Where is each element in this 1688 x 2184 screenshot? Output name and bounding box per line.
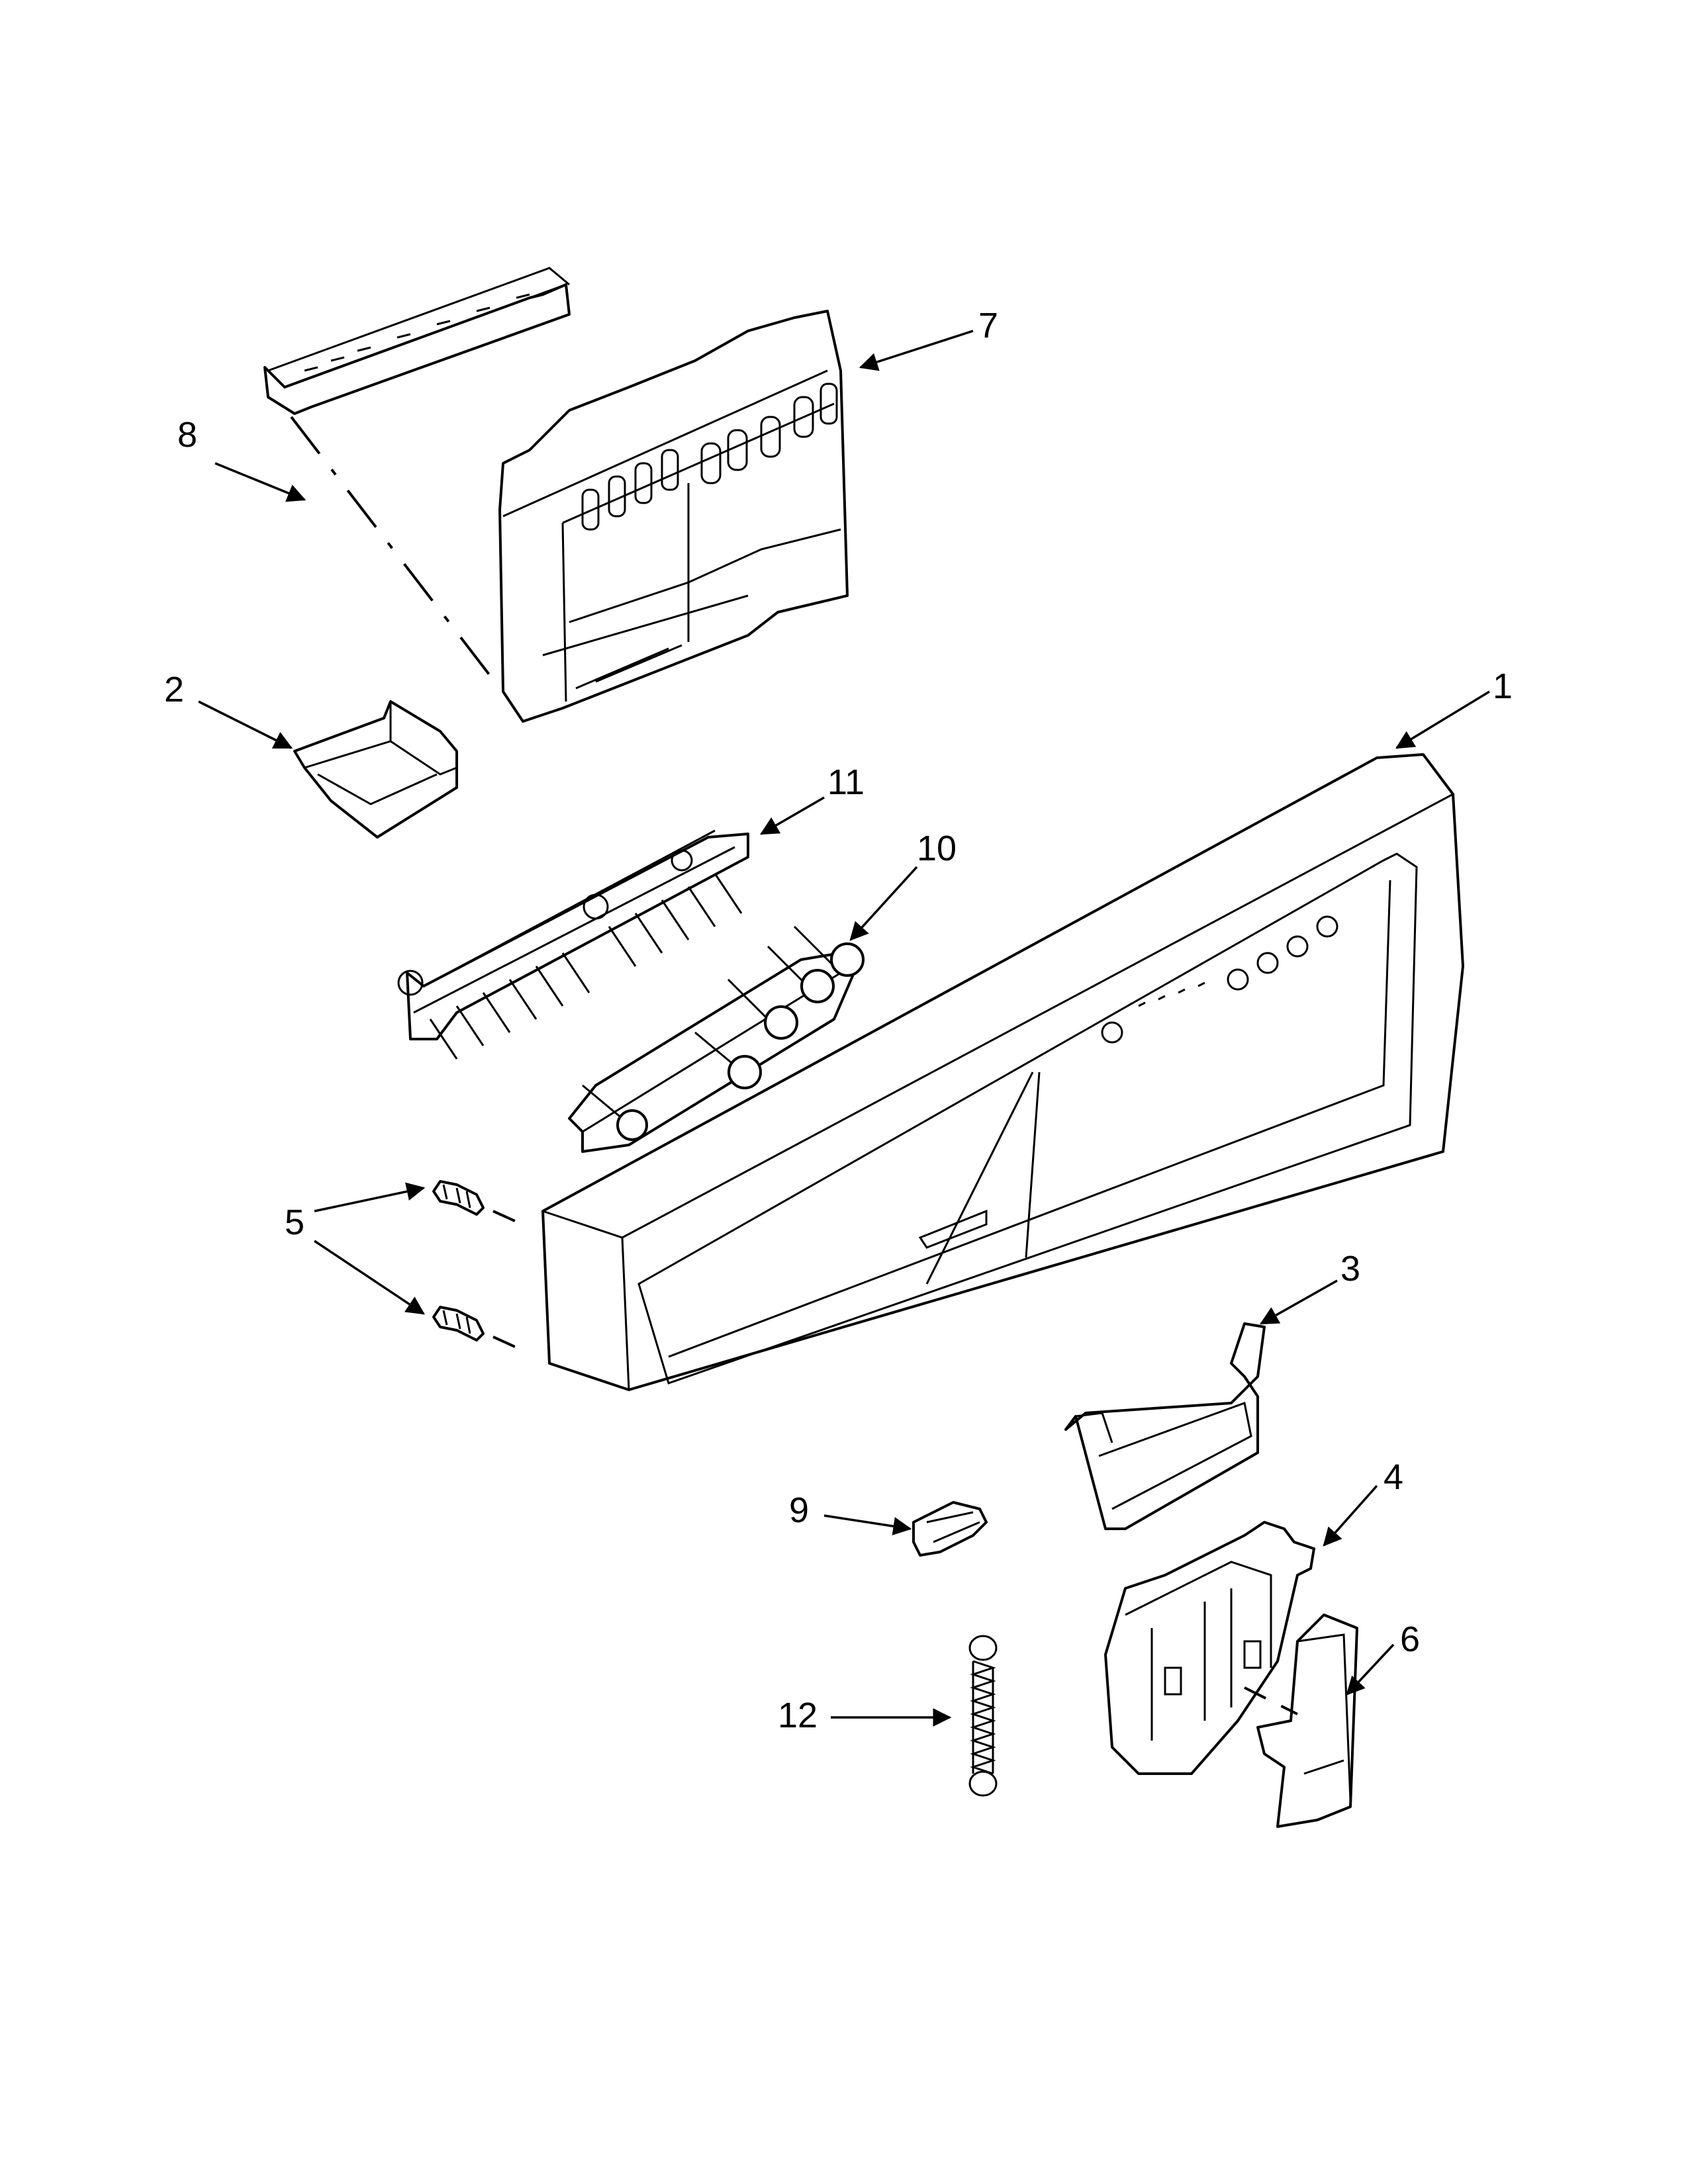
part-12-spring bbox=[968, 1635, 998, 1797]
callout-12: 12 bbox=[778, 1696, 818, 1735]
part-3-latch-bracket bbox=[1064, 1322, 1266, 1530]
part-1-console-panel bbox=[541, 753, 1464, 1391]
part-8-connector-bracket bbox=[263, 267, 571, 690]
callout-8: 8 bbox=[177, 415, 197, 455]
part-2-bracket bbox=[293, 700, 458, 839]
callout-4: 4 bbox=[1383, 1457, 1403, 1497]
part-10-push-buttons bbox=[568, 925, 865, 1153]
callout-6: 6 bbox=[1400, 1619, 1420, 1659]
leader-lines bbox=[198, 330, 1490, 1727]
callout-5: 5 bbox=[285, 1203, 305, 1242]
part-5-screws bbox=[432, 1180, 530, 1355]
part-7-control-board bbox=[498, 310, 849, 723]
callout-7: 7 bbox=[978, 306, 998, 345]
callout-3: 3 bbox=[1340, 1249, 1360, 1289]
callout-1: 1 bbox=[1493, 666, 1513, 706]
part-6-latch-lever bbox=[1244, 1614, 1358, 1828]
part-9-switch bbox=[912, 1501, 988, 1557]
callout-2: 2 bbox=[164, 670, 184, 709]
callout-labels: 1 2 3 4 5 6 7 8 9 10 11 12 bbox=[164, 306, 1513, 1735]
callout-9: 9 bbox=[789, 1490, 809, 1530]
callout-11: 11 bbox=[827, 762, 865, 802]
part-11-actuator-bar bbox=[397, 829, 749, 1060]
part-4-door-latch bbox=[1104, 1521, 1315, 1775]
callout-10: 10 bbox=[917, 829, 957, 868]
